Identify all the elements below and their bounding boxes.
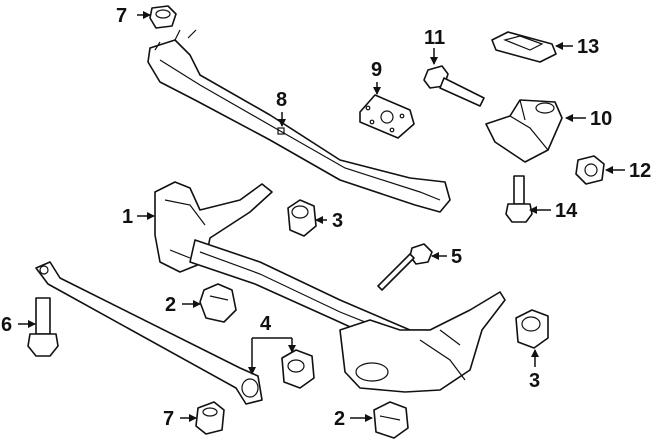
- part-6-stud: [27, 297, 59, 357]
- part-3-bushing-lower: [515, 309, 549, 349]
- track-bar: [35, 261, 263, 405]
- callout-10: 10: [590, 108, 612, 130]
- callout-6: 6: [1, 314, 12, 336]
- part-8-crossmember: [147, 29, 451, 213]
- callout-arrows: [18, 11, 625, 422]
- callout-1: 1: [122, 206, 133, 228]
- callout-labels: 7 8 9 11 13 10 12 14 1 3 5 2 6 4 3 7 2: [1, 5, 651, 430]
- callout-7-top: 7: [116, 5, 127, 27]
- part-1-axle-beam: [154, 181, 506, 393]
- callout-2-lower: 2: [334, 408, 345, 430]
- part-7-nut-bottom: [195, 401, 225, 435]
- part-12-nut: [575, 155, 605, 185]
- callout-9: 9: [371, 59, 382, 81]
- callout-14: 14: [555, 200, 578, 222]
- callout-5: 5: [451, 246, 462, 268]
- callout-3-upper: 3: [332, 210, 343, 232]
- callout-12: 12: [629, 160, 651, 182]
- part-4-bushing: [281, 349, 315, 389]
- callout-11: 11: [424, 27, 445, 49]
- part-13-bracket: [491, 31, 557, 63]
- part-14-stud: [505, 175, 533, 223]
- part-10-mount-bracket: [485, 99, 563, 163]
- callout-3-lower: 3: [529, 370, 540, 392]
- part-9-plate: [359, 94, 415, 139]
- part-2-bracket-lower: [373, 401, 409, 439]
- callout-7-bottom: 7: [163, 408, 174, 430]
- callout-8: 8: [276, 89, 287, 111]
- part-11-bolt: [423, 65, 485, 107]
- callout-2-upper: 2: [165, 294, 176, 316]
- part-7-nut-top: [149, 5, 177, 29]
- callout-13: 13: [577, 36, 599, 58]
- part-3-bushing-upper: [287, 199, 317, 237]
- part-5-bolt: [377, 243, 433, 291]
- part-2-bracket-upper: [199, 283, 237, 323]
- callout-4: 4: [260, 313, 272, 335]
